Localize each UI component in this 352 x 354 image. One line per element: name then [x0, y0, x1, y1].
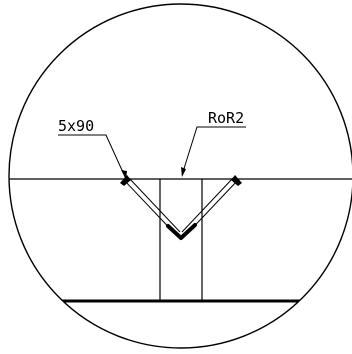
screw-leader [58, 134, 127, 180]
right-screw-head [231, 175, 242, 186]
ring-label: RoR2 [208, 109, 244, 127]
screw-tips [166, 223, 197, 240]
left-screw-head [120, 175, 131, 186]
ring-leader [181, 126, 246, 177]
screw-label: 5x90 [58, 117, 94, 135]
detail-circle [8, 3, 352, 349]
